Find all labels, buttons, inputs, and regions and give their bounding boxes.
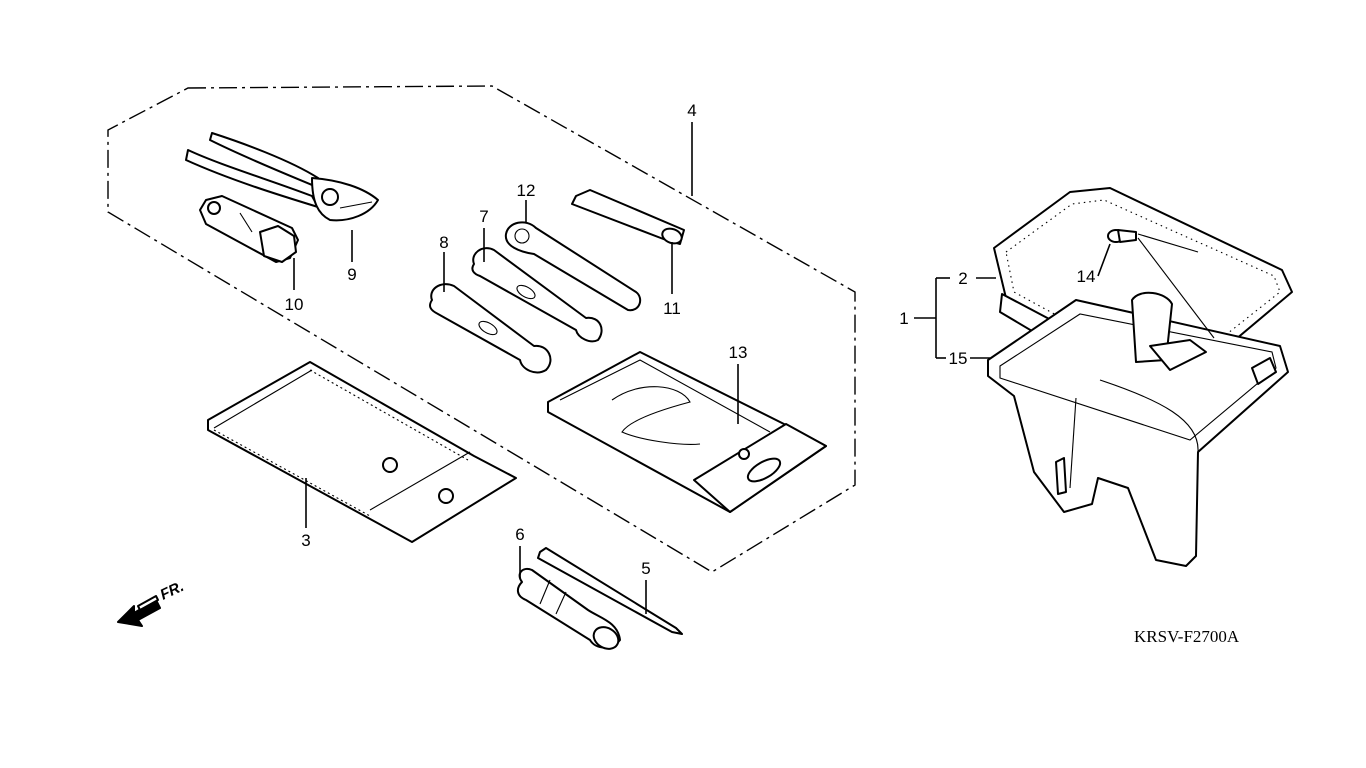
callout-3: 3 <box>301 531 310 550</box>
box-wrench <box>504 221 642 312</box>
toolkit-boundary <box>107 85 856 573</box>
callout-13: 13 <box>729 343 748 362</box>
callout-9: 9 <box>347 265 356 284</box>
pliers <box>185 132 379 222</box>
open-end-wrench-small <box>471 247 603 343</box>
tool-kit-pouch <box>547 351 827 513</box>
callout-10: 10 <box>285 295 304 314</box>
tool-bag <box>207 361 517 543</box>
callout-8: 8 <box>439 233 448 252</box>
callout-15: 15 <box>949 349 968 368</box>
callout-2: 2 <box>958 269 967 288</box>
callout-5: 5 <box>641 559 650 578</box>
front-direction-arrow <box>117 595 161 627</box>
callout-6: 6 <box>515 525 524 544</box>
callout-1: 1 <box>899 309 908 328</box>
flange-bolt <box>1107 229 1215 339</box>
leader-lines <box>293 122 1111 614</box>
callout-14: 14 <box>1077 267 1096 286</box>
callout-7: 7 <box>479 207 488 226</box>
callout-11: 11 <box>663 299 681 318</box>
plug-wrench <box>199 195 299 263</box>
callout-12: 12 <box>517 181 536 200</box>
screwdriver-grip <box>516 568 621 650</box>
diagram-code: KRSV-F2700A <box>1134 627 1240 646</box>
front-direction-label: FR. <box>158 578 187 604</box>
callout-4: 4 <box>687 101 696 120</box>
toolbox <box>987 291 1289 567</box>
handle-bar <box>571 189 685 245</box>
